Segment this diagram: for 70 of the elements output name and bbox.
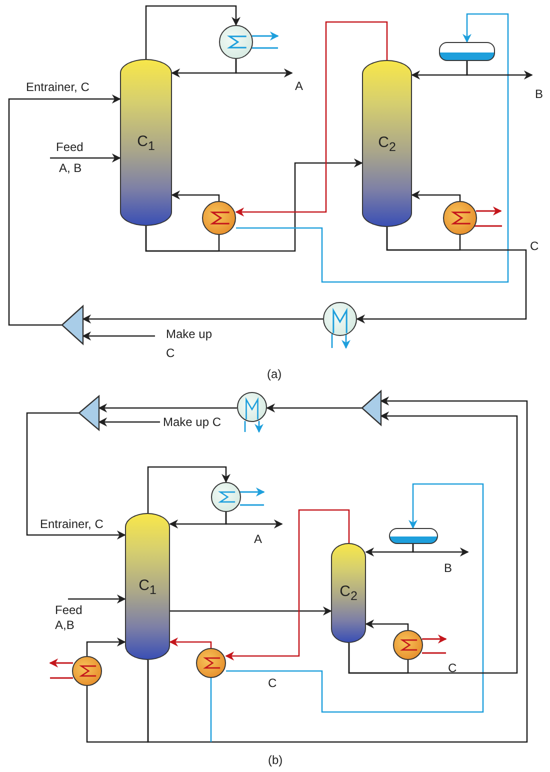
reflux-drum xyxy=(389,528,438,544)
mixer-triangle xyxy=(79,396,99,430)
stream-label: C xyxy=(448,661,457,675)
stream-arrow xyxy=(169,638,212,648)
stream-arrow xyxy=(356,227,527,324)
stream-arrow xyxy=(235,21,388,216)
stream-label: C xyxy=(530,239,539,253)
stream-label: (b) xyxy=(268,753,283,767)
stream-label: Make up C xyxy=(163,415,222,429)
process-line xyxy=(210,678,212,742)
stream-arrow xyxy=(82,332,155,340)
condenser xyxy=(211,482,241,512)
stream-arrow xyxy=(170,606,332,616)
stream-arrow xyxy=(226,483,484,713)
column-label: C$_{1}$ xyxy=(138,576,156,596)
cooler xyxy=(237,392,267,422)
stream-arrow xyxy=(98,418,160,426)
distillation-column xyxy=(331,543,366,643)
column-label: C$_{1}$ xyxy=(137,132,155,152)
stream-label: B xyxy=(535,87,544,101)
stream-arrow xyxy=(236,13,509,283)
reflux-drum xyxy=(439,42,495,61)
stream-arrow xyxy=(68,594,126,604)
stream-arrow xyxy=(225,509,350,660)
cooler xyxy=(323,302,357,336)
reboiler xyxy=(202,201,236,235)
stream-arrow xyxy=(348,412,518,674)
stream-arrow xyxy=(147,466,230,513)
stream-label: Feed xyxy=(56,140,84,154)
condenser xyxy=(219,25,253,59)
stream-arrow xyxy=(411,190,461,201)
reboiler xyxy=(393,630,423,660)
stream-arrow xyxy=(26,412,126,540)
stream-arrow xyxy=(365,620,409,630)
stream-arrow xyxy=(98,404,237,412)
stream-arrow xyxy=(50,154,121,162)
stream-label: B xyxy=(444,561,452,575)
stream-arrow xyxy=(412,544,469,556)
reboiler xyxy=(72,656,102,686)
distillation-column xyxy=(120,59,172,226)
reboiler xyxy=(196,648,226,678)
stream-arrow xyxy=(147,396,528,743)
stream-arrow xyxy=(145,158,363,252)
distillation-column xyxy=(362,60,412,227)
stream-arrow xyxy=(86,638,126,656)
column-label: C$_{2}$ xyxy=(378,134,396,154)
stream-arrow xyxy=(235,59,293,78)
stream-label: A,B xyxy=(55,618,74,632)
reboiler xyxy=(443,201,477,235)
distillation-column xyxy=(125,513,170,660)
stream-label: Entrainer, C xyxy=(40,517,104,531)
stream-label: A xyxy=(254,532,262,546)
stream-label: A xyxy=(295,79,304,93)
mixer-triangle xyxy=(62,306,83,344)
stream-arrow xyxy=(266,404,362,412)
stream-arrow xyxy=(225,512,283,528)
mixer-triangle xyxy=(362,391,381,425)
stream-label: (a) xyxy=(267,367,282,381)
stream-label: A, B xyxy=(59,161,82,175)
stream-label: Make up xyxy=(166,327,212,341)
stream-label: Feed xyxy=(55,603,82,617)
stream-arrow xyxy=(82,314,323,324)
stream-arrow xyxy=(145,5,240,59)
stream-arrow xyxy=(8,94,121,326)
stream-arrow xyxy=(466,61,533,80)
column-label: C$_{2}$ xyxy=(340,583,358,603)
stream-label: C xyxy=(268,676,277,690)
stream-label: Entrainer, C xyxy=(26,80,90,94)
stream-arrow xyxy=(171,190,220,201)
stream-label: C xyxy=(166,346,175,360)
